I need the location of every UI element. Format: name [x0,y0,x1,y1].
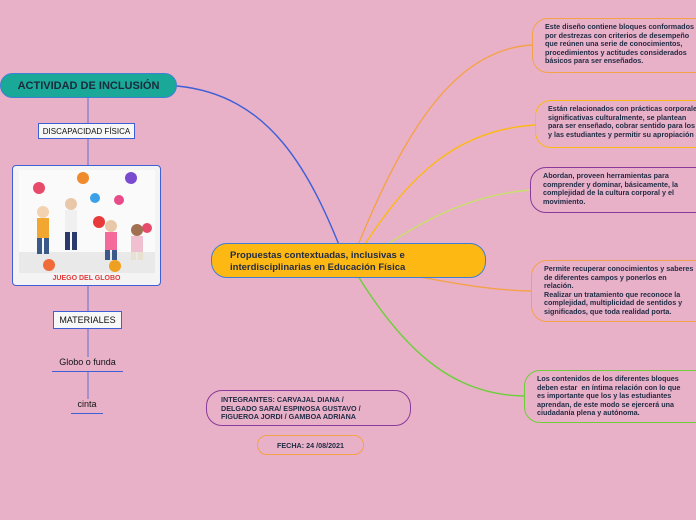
bubble-text: Este diseño contiene bloques conformados… [545,22,694,65]
balloon-game-photo [19,170,155,273]
link-activity [177,86,345,260]
bubble-text: Permite recuperar conocimientos y sabere… [544,264,693,316]
members-text: INTEGRANTES: CARVAJAL DIANA / DELGADO SA… [221,395,361,421]
members-node[interactable]: INTEGRANTES: CARVAJAL DIANA / DELGADO SA… [206,390,411,426]
material-item-label: cinta [77,399,96,409]
date-node[interactable]: FECHA: 24 /08/2021 [257,435,364,455]
activity-title: ACTIVIDAD DE INCLUSIÓN [18,80,160,92]
bubble-node-2[interactable]: Están relacionados con prácticas corpora… [535,100,696,148]
activity-node[interactable]: ACTIVIDAD DE INCLUSIÓN [0,73,177,98]
material-item-globo[interactable]: Globo o funda [52,357,123,371]
disability-label: DISCAPACIDAD FÍSICA [43,127,130,136]
materials-label: MATERIALES [59,315,115,325]
photo-caption: JUEGO DEL GLOBO [13,275,160,282]
link-bubble-1 [352,45,532,260]
date-text: FECHA: 24 /08/2021 [277,441,344,450]
central-title: Propuestas contextuadas, inclusivas e in… [230,250,405,273]
bubble-node-4[interactable]: Permite recuperar conocimientos y sabere… [531,260,696,322]
bubble-text: Los contenidos de los diferentes bloques… [537,374,680,417]
bubble-text: Abordan, proveen herramientas para compr… [543,171,678,206]
material-item-label: Globo o funda [59,357,116,367]
disability-node[interactable]: DISCAPACIDAD FÍSICA [38,123,135,139]
cinta-underline [71,413,103,414]
globo-underline [52,371,123,372]
bubble-node-3[interactable]: Abordan, proveen herramientas para compr… [530,167,696,213]
photo-node[interactable]: JUEGO DEL GLOBO [12,165,161,286]
link-bubble-5 [358,276,524,396]
bubble-text: Están relacionados con prácticas corpora… [548,104,696,139]
material-item-cinta[interactable]: cinta [71,399,103,413]
central-topic[interactable]: Propuestas contextuadas, inclusivas e in… [211,243,486,278]
materials-node[interactable]: MATERIALES [53,311,122,329]
bubble-node-1[interactable]: Este diseño contiene bloques conformados… [532,18,696,73]
bubble-node-5[interactable]: Los contenidos de los diferentes bloques… [524,370,696,423]
